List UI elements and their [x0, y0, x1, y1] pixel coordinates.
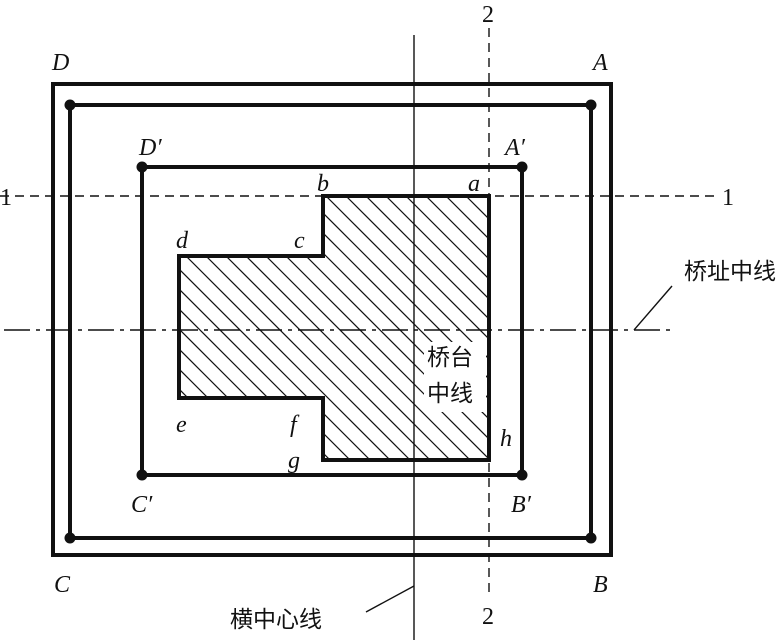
label-b: B: [593, 572, 608, 598]
hatch-line: [389, 196, 489, 460]
abutment-label-backdrop: [424, 342, 486, 412]
label-a: A: [591, 50, 608, 76]
abutment-outline: [177, 194, 491, 462]
label-c: C: [54, 572, 71, 598]
label-point-d: d: [176, 228, 189, 254]
label-d: D: [51, 50, 69, 76]
hatch-line: [349, 196, 489, 460]
label-b-prime: B′: [511, 492, 532, 518]
label-point-c: c: [294, 228, 305, 254]
label-d-prime: D′: [138, 135, 162, 161]
leader-transverse: [365, 585, 415, 613]
outer-foundation-outline: [51, 82, 613, 557]
label-point-a: a: [468, 171, 480, 197]
corner-dot-a: [585, 99, 597, 111]
corner-dot-c-prime: [136, 469, 148, 481]
label-point-g: g: [288, 448, 300, 474]
label-line2-bottom: 2: [482, 604, 494, 630]
label-c-prime: C′: [131, 492, 153, 518]
label-point-b: b: [317, 171, 329, 197]
label-bridge-site-centerline: 桥址中线: [684, 259, 776, 285]
corner-dot-b: [585, 532, 597, 544]
label-transverse-centerline: 横中心线: [230, 607, 322, 633]
corner-dot-a-prime: [516, 161, 528, 173]
label-point-h: h: [500, 426, 512, 452]
inner-foundation-outline: [68, 103, 593, 540]
hatch-line: [369, 196, 489, 460]
hatch-line: [409, 196, 489, 460]
label-a-prime: A′: [503, 135, 526, 161]
label-line1-right: 1: [722, 185, 734, 211]
label-line2-top: 2: [482, 2, 494, 28]
corner-dot-c: [64, 532, 76, 544]
corner-dot-d: [64, 99, 76, 111]
label-abutment-line2: 中线: [427, 381, 473, 407]
label-abutment-line1: 桥台: [427, 345, 473, 371]
corner-dot-b-prime: [516, 469, 528, 481]
label-line1-left: 1: [0, 185, 12, 211]
leader-bridge-site: [633, 285, 673, 331]
label-point-f: f: [290, 412, 300, 438]
middle-rectangle-outline: [140, 165, 524, 477]
corner-dot-d-prime: [136, 161, 148, 173]
hatch-line: [429, 196, 489, 460]
label-point-e: e: [176, 412, 187, 438]
